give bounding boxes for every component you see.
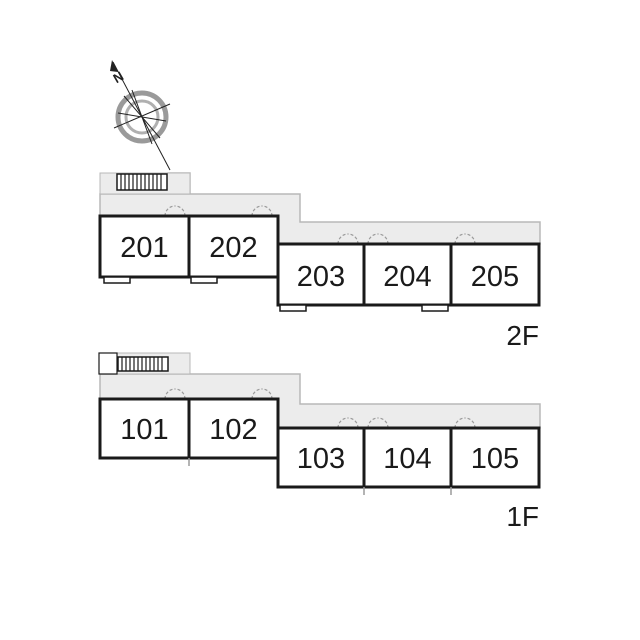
unit-label-204: 204 bbox=[383, 261, 431, 293]
unit-label-103: 103 bbox=[297, 443, 345, 475]
floor-2f-plan: 201 202 203 204 205 2F bbox=[98, 172, 541, 351]
unit-label-201: 201 bbox=[120, 232, 168, 264]
floor-1f-plan: 101 102 103 104 105 1F bbox=[98, 352, 541, 532]
unit-label-101: 101 bbox=[120, 414, 168, 446]
compass-rose-icon: N bbox=[110, 60, 171, 171]
unit-label-203: 203 bbox=[297, 261, 345, 293]
unit-label-205: 205 bbox=[471, 261, 519, 293]
staircase-1f bbox=[98, 352, 169, 375]
unit-label-105: 105 bbox=[471, 443, 519, 475]
unit-label-102: 102 bbox=[209, 414, 257, 446]
unit-label-104: 104 bbox=[383, 443, 431, 475]
floor-label-1f: 1F bbox=[506, 501, 539, 532]
staircase-2f bbox=[116, 173, 168, 191]
unit-label-202: 202 bbox=[209, 232, 257, 264]
floor-label-2f: 2F bbox=[506, 320, 539, 351]
